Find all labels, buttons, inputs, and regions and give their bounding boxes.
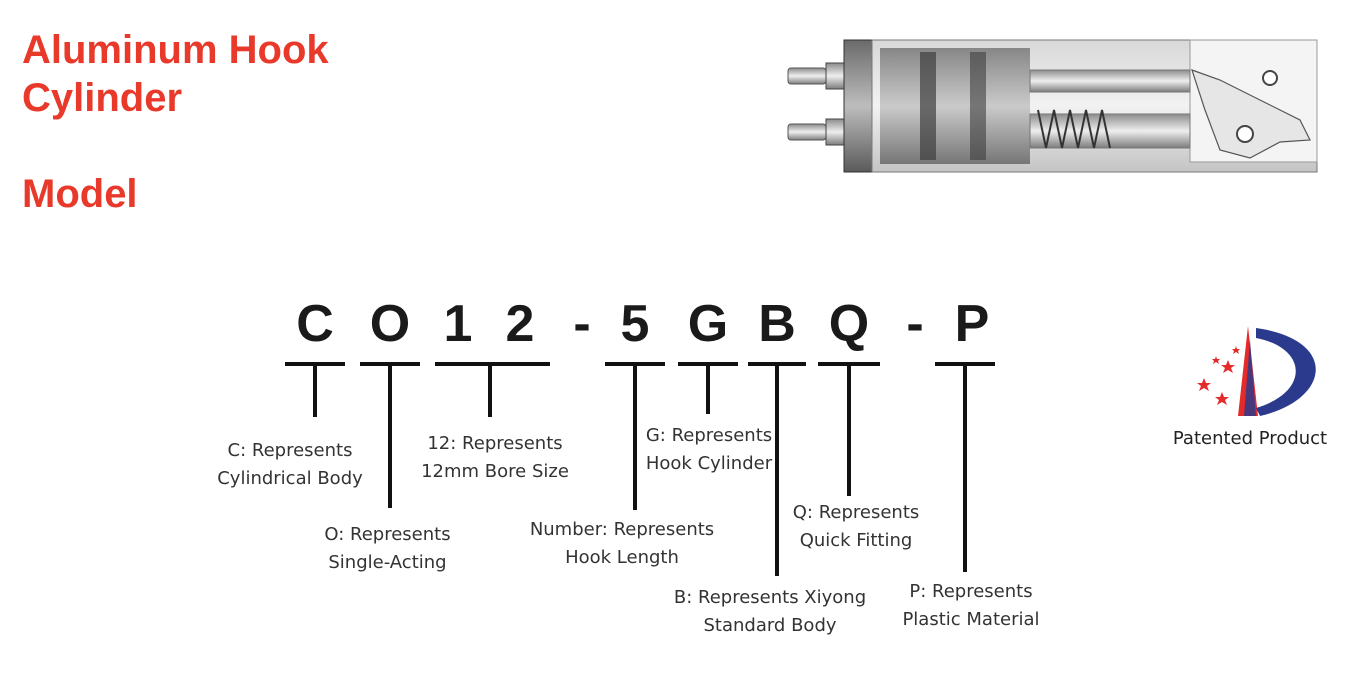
desc-bore-line-2: 12mm Bore Size <box>421 461 569 482</box>
desc-q: Q: Represents Quick Fitting <box>776 499 936 555</box>
code-char-g: G <box>687 295 729 353</box>
code-char-b: B <box>758 295 796 353</box>
desc-o-line-1: O: Represents <box>324 524 451 545</box>
desc-o: O: Represents Single-Acting <box>300 521 475 577</box>
fitting-top <box>787 62 845 90</box>
desc-bore-line-1: 12: Represents <box>427 433 563 454</box>
desc-q-line-1: Q: Represents <box>792 502 920 523</box>
patent-logo-icon <box>1197 326 1316 416</box>
code-char-p: P <box>954 295 990 353</box>
desc-c-line-1: C: Represents <box>227 440 353 461</box>
title-line-2: Cylinder <box>22 76 183 120</box>
desc-o-line-2: Single-Acting <box>328 552 447 573</box>
fitting-bottom <box>787 118 845 146</box>
desc-g: G: Represents Hook Cylinder <box>634 422 784 478</box>
cylinder-illustration <box>787 39 1318 173</box>
desc-g-line-2: Hook Cylinder <box>645 453 773 474</box>
desc-p-line-1: P: Represents <box>909 581 1033 602</box>
code-char-o: O <box>369 295 411 353</box>
patent-label: Patented Product <box>1172 428 1328 449</box>
desc-p-line-2: Plastic Material <box>902 609 1040 630</box>
desc-b-line-1: B: Represents Xiyong <box>673 587 867 608</box>
desc-q-line-2: Quick Fitting <box>799 530 913 551</box>
code-char-2: 2 <box>505 295 535 353</box>
desc-number-line-1: Number: Represents <box>529 519 715 540</box>
code-dash-2: - <box>906 295 924 353</box>
model-heading: Model <box>22 172 138 216</box>
code-dash-1: - <box>573 295 591 353</box>
title-line-1: Aluminum Hook <box>22 28 329 72</box>
code-char-q: Q <box>828 295 870 353</box>
desc-g-line-1: G: Represents <box>645 425 773 446</box>
code-char-5: 5 <box>620 295 650 353</box>
desc-c-line-2: Cylindrical Body <box>217 468 363 489</box>
desc-b: B: Represents Xiyong Standard Body <box>660 584 880 640</box>
code-char-c: C <box>296 295 334 353</box>
desc-c: C: Represents Cylindrical Body <box>200 437 380 493</box>
desc-number: Number: Represents Hook Length <box>515 516 729 572</box>
desc-b-line-2: Standard Body <box>703 615 837 636</box>
desc-bore: 12: Represents 12mm Bore Size <box>405 430 585 486</box>
code-char-1: 1 <box>443 295 473 353</box>
desc-number-line-2: Hook Length <box>565 547 679 568</box>
desc-p: P: Represents Plastic Material <box>880 578 1062 634</box>
